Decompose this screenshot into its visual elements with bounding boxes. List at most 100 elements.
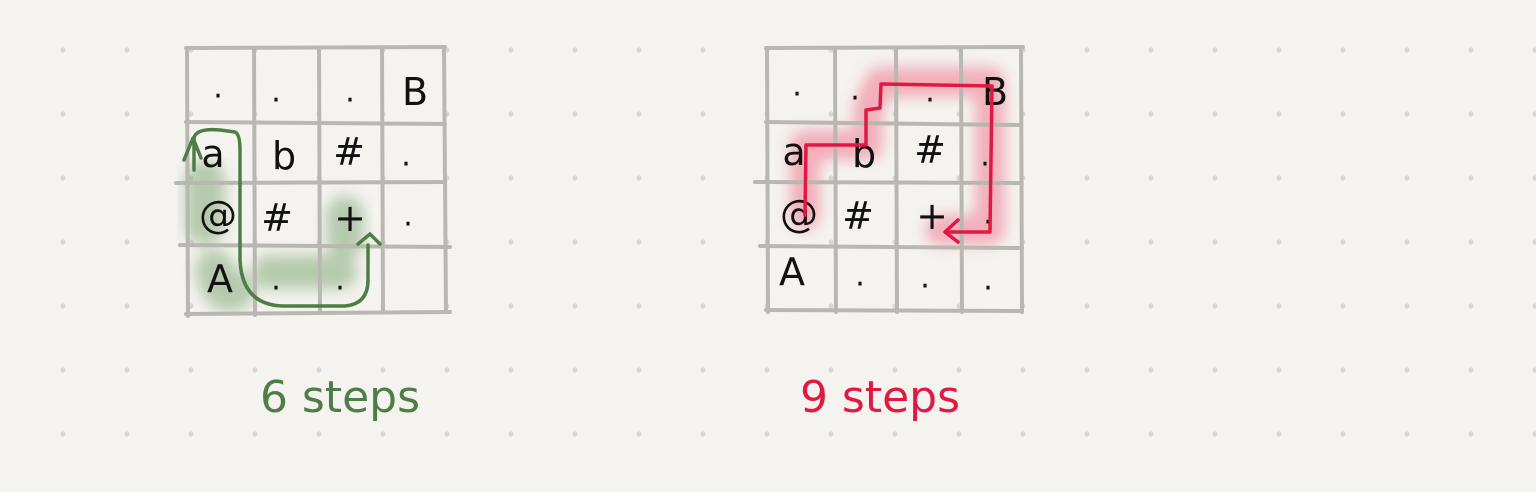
paper-dot xyxy=(60,47,66,53)
left-cell-2-1: # xyxy=(261,196,293,240)
paper-dot xyxy=(60,111,66,117)
paper-dot xyxy=(1276,111,1282,117)
right-cell-3-3: . xyxy=(983,263,993,298)
paper-dot xyxy=(508,367,514,373)
paper-dot xyxy=(636,175,642,181)
left-cell-3-1: . xyxy=(271,263,281,298)
left-cell-0-0: . xyxy=(213,71,223,106)
paper-dot xyxy=(828,303,834,309)
paper-dot xyxy=(956,431,962,437)
paper-dot xyxy=(572,431,578,437)
paper-dot xyxy=(1020,367,1026,373)
paper-dot xyxy=(572,111,578,117)
paper-dot xyxy=(1148,367,1154,373)
paper-dot xyxy=(1404,431,1410,437)
paper-dot xyxy=(316,367,322,373)
dot-grid-background xyxy=(60,47,1536,437)
right-cell-2-1: # xyxy=(842,194,874,238)
left-grid xyxy=(174,45,452,318)
paper-dot xyxy=(828,431,834,437)
paper-dot xyxy=(60,175,66,181)
paper-dot xyxy=(956,367,962,373)
paper-dot xyxy=(1532,47,1536,53)
paper-dot xyxy=(124,303,130,309)
paper-dot xyxy=(1212,431,1218,437)
paper-dot xyxy=(124,47,130,53)
paper-dot xyxy=(316,431,322,437)
paper-dot xyxy=(1084,431,1090,437)
paper-dot xyxy=(1404,175,1410,181)
right-cell-0-0: . xyxy=(792,69,802,104)
paper-dot xyxy=(1276,239,1282,245)
paper-dot xyxy=(508,47,514,53)
right-grid xyxy=(753,45,1025,314)
paper-dot xyxy=(1212,175,1218,181)
paper-dot xyxy=(1084,367,1090,373)
red-arrow-left-icon xyxy=(943,218,960,244)
paper-dot xyxy=(124,111,130,117)
paper-dot xyxy=(1148,175,1154,181)
paper-dot xyxy=(764,431,770,437)
paper-dot xyxy=(572,175,578,181)
paper-dot xyxy=(188,431,194,437)
paper-dot xyxy=(700,47,706,53)
paper-dot xyxy=(1212,239,1218,245)
paper-dot xyxy=(1020,431,1026,437)
left-cell-0-1: . xyxy=(271,75,281,110)
paper-dot xyxy=(1468,367,1474,373)
paper-dot xyxy=(508,175,514,181)
left-cell-2-3: . xyxy=(403,199,413,234)
paper-dot xyxy=(636,303,642,309)
green-arrow-up-left-icon xyxy=(182,136,203,162)
paper-dot xyxy=(1468,111,1474,117)
paper-dot xyxy=(1340,367,1346,373)
paper-dot xyxy=(252,367,258,373)
left-cell-3-0: A xyxy=(207,257,233,301)
right-cell-1-0: a xyxy=(782,130,805,174)
right-cell-0-3: B xyxy=(982,70,1008,114)
left-cell-1-2: # xyxy=(333,130,365,174)
paper-dot xyxy=(124,239,130,245)
right-cell-0-2: . xyxy=(925,75,935,110)
paper-dot xyxy=(508,111,514,117)
paper-dot xyxy=(1340,239,1346,245)
paper-dot xyxy=(1276,367,1282,373)
paper-dot xyxy=(1532,111,1536,117)
paper-dot xyxy=(1404,367,1410,373)
paper-dot xyxy=(1532,175,1536,181)
right-cell-2-2: + xyxy=(916,194,948,238)
left-cell-0-3: B xyxy=(402,70,428,114)
paper-dot xyxy=(60,367,66,373)
paper-dot xyxy=(60,431,66,437)
left-cell-2-2: + xyxy=(334,196,366,240)
paper-dot xyxy=(700,303,706,309)
right-cell-1-2: # xyxy=(914,128,946,172)
paper-dot xyxy=(380,367,386,373)
paper-dot xyxy=(1340,111,1346,117)
right-cell-2-0: @ xyxy=(780,192,818,236)
right-caption: 9 steps xyxy=(800,372,960,423)
left-cell-1-0: a xyxy=(201,132,224,176)
paper-dot xyxy=(1148,239,1154,245)
paper-dot xyxy=(124,431,130,437)
paper-dot xyxy=(1468,175,1474,181)
paper-dot xyxy=(828,175,834,181)
paper-dot xyxy=(828,239,834,245)
paper-dot xyxy=(636,431,642,437)
paper-dot xyxy=(1340,303,1346,309)
paper-dot xyxy=(892,367,898,373)
paper-dot xyxy=(1148,47,1154,53)
paper-dot xyxy=(508,431,514,437)
right-cell-3-2: . xyxy=(920,261,930,296)
right-diagram: . . . B a b # . @ # + . A . . . 9 steps xyxy=(753,45,1025,423)
paper-dot xyxy=(700,367,706,373)
paper-dot xyxy=(60,239,66,245)
paper-dot xyxy=(380,431,386,437)
paper-dot xyxy=(1468,431,1474,437)
right-cell-3-0: A xyxy=(779,250,805,294)
paper-dot xyxy=(1276,175,1282,181)
paper-dot xyxy=(1084,239,1090,245)
paper-dot xyxy=(1468,239,1474,245)
paper-dot xyxy=(1212,303,1218,309)
